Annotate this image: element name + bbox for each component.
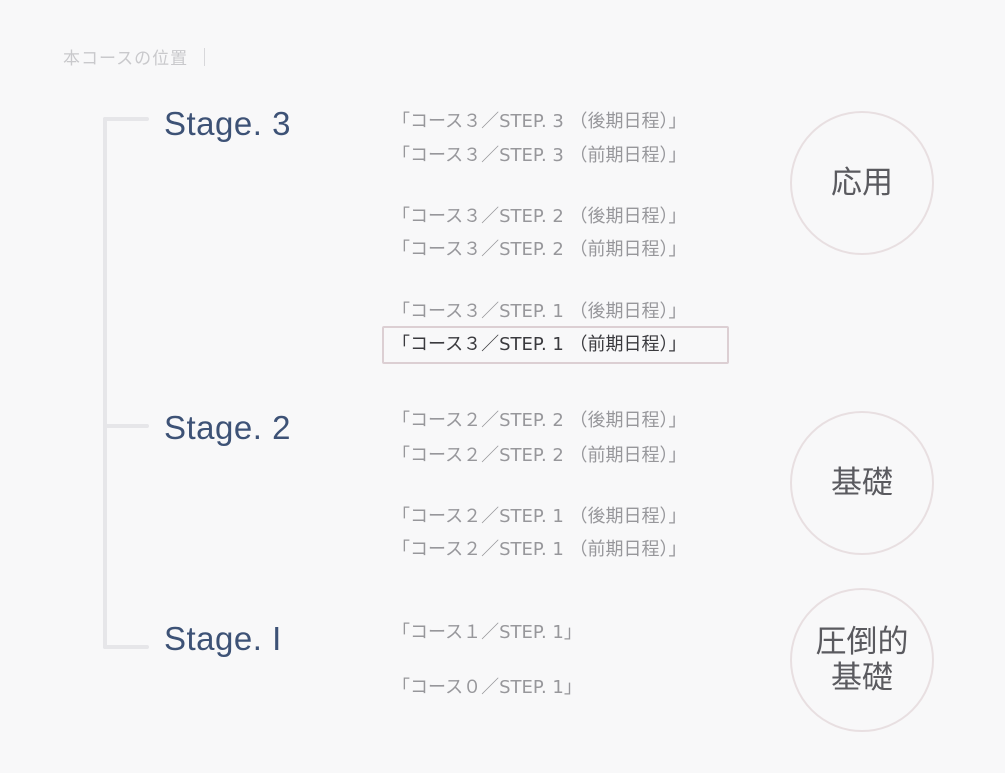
level-basic-badge: 基礎 [790, 411, 934, 555]
title-separator [204, 47, 206, 66]
course-item: 「コース３／STEP. 2 （前期日程）」 [392, 239, 687, 260]
course-item-current: 「コース３／STEP. 1 （前期日程）」 [392, 334, 687, 355]
level-fundamental-line1: 圧倒的 [815, 624, 909, 660]
current-course-highlight [382, 326, 729, 364]
course-item: 「コース３／STEP. 2 （後期日程）」 [392, 206, 687, 227]
level-fundamental-line2: 基礎 [831, 660, 893, 696]
level-basic-label: 基礎 [831, 465, 893, 501]
course-item: 「コース３／STEP. 3 （後期日程）」 [392, 111, 687, 132]
level-applied-badge: 応用 [790, 111, 934, 255]
course-item: 「コース２／STEP. 2 （後期日程）」 [392, 410, 687, 431]
course-item: 「コース２／STEP. 1 （後期日程）」 [392, 506, 687, 527]
level-fundamental-badge: 圧倒的 基礎 [790, 588, 934, 732]
level-applied-label: 応用 [831, 165, 893, 201]
course-item: 「コース３／STEP. 1 （後期日程）」 [392, 301, 687, 322]
course-item: 「コース３／STEP. 3 （前期日程）」 [392, 145, 687, 166]
stage-2-connector [103, 424, 149, 428]
course-item: 「コース１／STEP. 1」 [392, 622, 582, 643]
course-item: 「コース２／STEP. 1 （前期日程）」 [392, 539, 687, 560]
section-title-text: 本コースの位置 [63, 49, 189, 69]
stage-rail [103, 117, 107, 649]
stage-3-connector [103, 117, 149, 121]
stage-3-label: Stage. 3 [164, 105, 291, 142]
course-item: 「コース２／STEP. 2 （前期日程）」 [392, 445, 687, 466]
stage-1-connector [103, 645, 149, 649]
section-title: 本コースの位置 [63, 44, 206, 69]
course-item: 「コース０／STEP. 1」 [392, 677, 582, 698]
stage-1-label: Stage. I [164, 620, 282, 657]
stage-2-label: Stage. 2 [164, 409, 291, 446]
